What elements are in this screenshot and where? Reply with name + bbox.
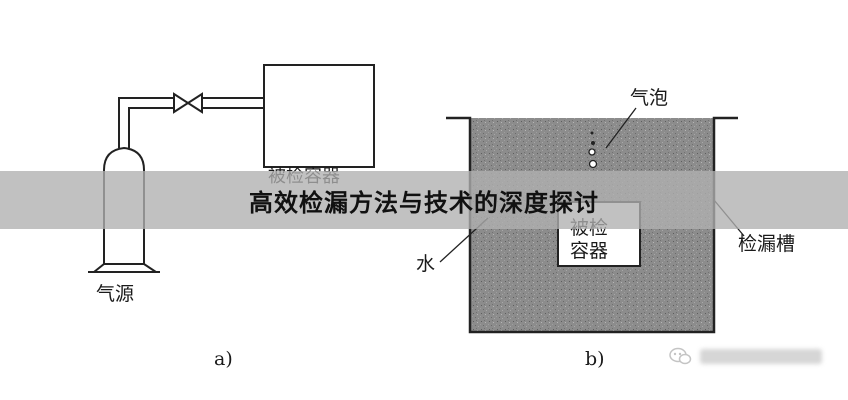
- bubble-label: 气泡: [630, 87, 668, 109]
- leak-test-tank: [446, 116, 738, 334]
- gas-source-label: 气源: [96, 283, 134, 305]
- watermark: [668, 346, 822, 366]
- bubbles-icon: [588, 131, 598, 169]
- banner-title: 高效检漏方法与技术的深度探讨: [249, 188, 599, 217]
- gas-pipe: [118, 97, 264, 118]
- chat-bubble-icon: [669, 347, 692, 365]
- caption-b: b): [585, 348, 605, 370]
- caption-a: a): [214, 348, 233, 370]
- test-device-box: [263, 64, 375, 168]
- bubble-leader-line: [605, 107, 637, 149]
- watermark-text-blurred: [700, 348, 822, 364]
- valve-icon: [173, 92, 203, 114]
- tank-label: 检漏槽: [738, 233, 795, 255]
- title-banner: 高效检漏方法与技术的深度探讨: [0, 171, 848, 229]
- container-label-bottom: 容器: [570, 240, 608, 262]
- water-label: 水: [416, 253, 435, 275]
